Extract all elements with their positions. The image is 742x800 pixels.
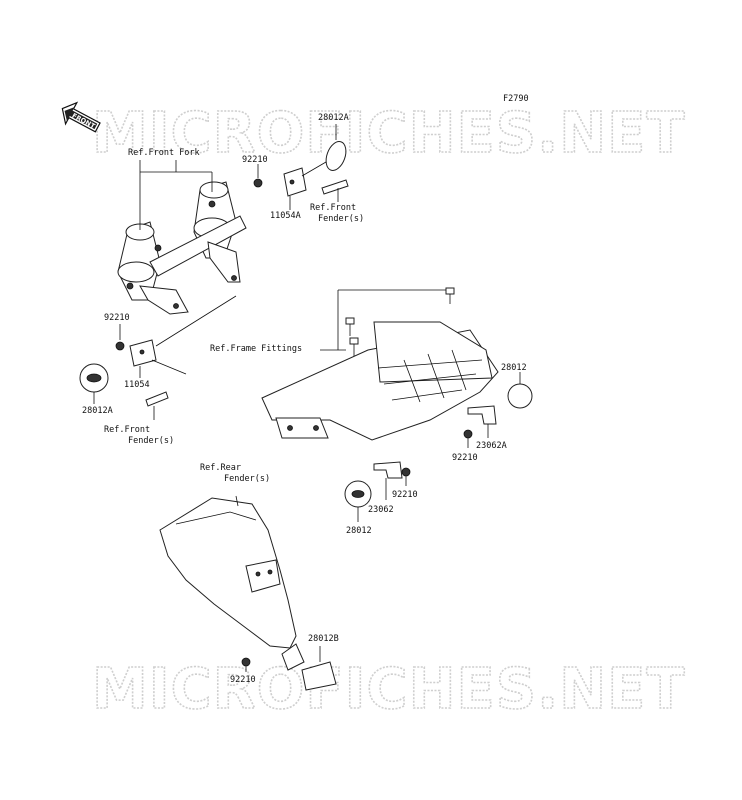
figure-code: F2790: [503, 94, 529, 104]
nut-92210-left: [115, 324, 125, 351]
label-ref-front-fender-left-2: Fender(s): [128, 436, 174, 446]
bracket-11054: [129, 295, 237, 378]
rear-fender: [159, 495, 305, 671]
label-23062: 23062: [368, 505, 394, 515]
rear-carrier: [261, 321, 499, 441]
watermark-bottom: MICROFICHES.NET: [92, 657, 686, 722]
front-arrow-icon: FRONT: [61, 101, 101, 133]
label-ref-front-fender-top-1: Ref.Front: [310, 203, 356, 213]
label-11054A: 11054A: [270, 211, 301, 221]
nut-92210-bottom: [241, 657, 251, 672]
label-ref-front-fender-left-1: Ref.Front: [104, 425, 150, 435]
reflector-28012B: [301, 646, 337, 691]
reflector-28012A-top: [325, 124, 347, 171]
reflector-28012A-left: [79, 363, 109, 404]
watermark-top: MICROFICHES.NET: [92, 101, 686, 166]
front-fork-bracket: [117, 181, 247, 315]
label-92210-mid: 92210: [392, 490, 418, 500]
bracket-11054A: [283, 161, 327, 210]
label-ref-front-fork: Ref.Front Fork: [128, 148, 200, 158]
label-ref-frame-fittings: Ref.Frame Fittings: [210, 344, 302, 354]
reflector-28012-mid: [344, 480, 372, 522]
label-28012-mid: 28012: [346, 526, 372, 536]
label-ref-rear-fender-2: Fender(s): [224, 474, 270, 484]
label-28012B: 28012B: [308, 634, 339, 644]
reflector-28012-right: [507, 372, 533, 409]
label-ref-front-fender-top-2: Fender(s): [318, 214, 364, 224]
label-92210-bottom: 92210: [230, 675, 256, 685]
label-28012A-top: 28012A: [318, 113, 349, 123]
stay-23062: [373, 461, 403, 500]
nut-92210-mid: [401, 467, 411, 486]
label-92210-left: 92210: [104, 313, 130, 323]
nut-92210-top: [253, 164, 263, 188]
bolt-carrier-1: [445, 287, 455, 304]
label-28012-right: 28012: [501, 363, 527, 373]
label-92210-top: 92210: [242, 155, 268, 165]
bolt-front-fender-left: [145, 391, 169, 420]
bolt-carrier-2: [345, 317, 355, 336]
bolt-front-fender-top: [321, 179, 349, 202]
label-92210-right: 92210: [452, 453, 478, 463]
nut-92210-right: [463, 429, 473, 448]
stay-23062A: [467, 405, 497, 438]
label-ref-rear-fender-1: Ref.Rear: [200, 463, 241, 473]
label-11054: 11054: [124, 380, 150, 390]
bolt-carrier-3: [349, 337, 359, 356]
label-28012A-left: 28012A: [82, 406, 113, 416]
label-23062A: 23062A: [476, 441, 507, 451]
